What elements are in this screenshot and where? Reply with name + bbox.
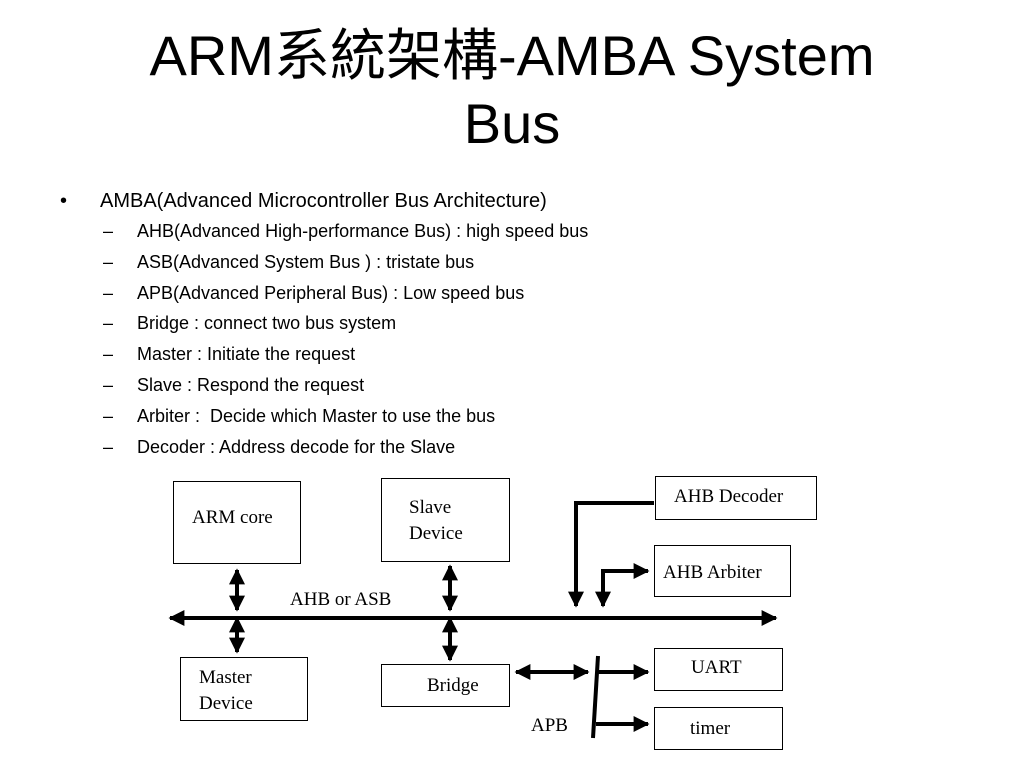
slave-device-label: Slave Device <box>409 495 463 547</box>
bus-label: AHB or ASB <box>290 589 392 610</box>
bridge-label: Bridge <box>427 675 479 696</box>
sub-bullet-text: APB(Advanced Peripheral Bus) : Low speed… <box>137 282 525 303</box>
title-line-2: Bus <box>463 92 561 155</box>
master-device-box: Master Device <box>180 657 308 721</box>
sub-bullet-arbiter: – Arbiter : Decide which Master to use t… <box>60 401 960 432</box>
sub-bullet-text: Arbiter : Decide which Master to use the… <box>137 405 496 426</box>
master-line-1: Master <box>199 667 252 688</box>
dash-mark: – <box>103 344 114 365</box>
dash-mark: – <box>103 436 114 457</box>
bullet-list: • AMBA(Advanced Microcontroller Bus Arch… <box>60 186 960 462</box>
sub-bullet-master: – Master : Initiate the request <box>60 339 960 370</box>
title-line-1: ARM系統架構-AMBA System <box>149 24 875 87</box>
sub-bullet-text: Bridge : connect two bus system <box>137 313 397 334</box>
ahb-decoder-label: AHB Decoder <box>674 486 784 507</box>
ahb-decoder-box: AHB Decoder <box>655 476 817 520</box>
timer-label: timer <box>690 718 731 739</box>
slave-line-1: Slave <box>409 497 452 518</box>
sub-bullet-ahb: – AHB(Advanced High-performance Bus) : h… <box>60 216 960 247</box>
bullet-main: • AMBA(Advanced Microcontroller Bus Arch… <box>60 186 960 216</box>
decoder-connector <box>568 501 654 608</box>
sub-bullet-text: Master : Initiate the request <box>137 344 356 365</box>
dash-mark: – <box>103 221 114 241</box>
bridge-box: Bridge <box>381 664 510 707</box>
slave-line-2: Device <box>409 523 463 544</box>
bullet-mark: • <box>60 190 68 212</box>
arm-core-box: ARM core <box>173 481 301 564</box>
timer-box: timer <box>654 707 783 750</box>
dash-mark: – <box>103 405 114 426</box>
dash-mark: – <box>103 374 114 395</box>
slave-device-box: Slave Device <box>381 478 510 562</box>
uart-label: UART <box>691 657 742 678</box>
master-device-label: Master Device <box>199 665 253 717</box>
sub-bullet-bridge: – Bridge : connect two bus system <box>60 308 960 339</box>
sub-bullet-text: ASB(Advanced System Bus ) : tristate bus <box>137 251 475 272</box>
dash-mark: – <box>103 282 114 303</box>
sub-bullet-text: Decoder : Address decode for the Slave <box>137 436 456 457</box>
ahb-arbiter-box: AHB Arbiter <box>654 545 791 597</box>
sub-bullet-text: AHB(Advanced High-performance Bus) : hig… <box>137 221 589 241</box>
apb-bus-line <box>591 655 600 739</box>
arbiter-connector <box>595 563 650 608</box>
sub-bullet-slave: – Slave : Respond the request <box>60 370 960 401</box>
arm-core-label: ARM core <box>192 507 273 528</box>
sub-bullet-text: Slave : Respond the request <box>137 374 365 395</box>
dash-mark: – <box>103 251 114 272</box>
slide-title: ARM系統架構-AMBA System Bus <box>0 22 1024 158</box>
sub-bullet-decoder: – Decoder : Address decode for the Slave <box>60 432 960 463</box>
uart-box: UART <box>654 648 783 691</box>
master-line-2: Device <box>199 693 253 714</box>
apb-label: APB <box>531 715 568 736</box>
dash-mark: – <box>103 313 114 334</box>
ahb-arbiter-label: AHB Arbiter <box>663 562 762 583</box>
sub-bullet-apb: – APB(Advanced Peripheral Bus) : Low spe… <box>60 278 960 309</box>
bullet-main-text: AMBA(Advanced Microcontroller Bus Archit… <box>100 190 547 212</box>
sub-bullet-asb: – ASB(Advanced System Bus ) : tristate b… <box>60 247 960 278</box>
